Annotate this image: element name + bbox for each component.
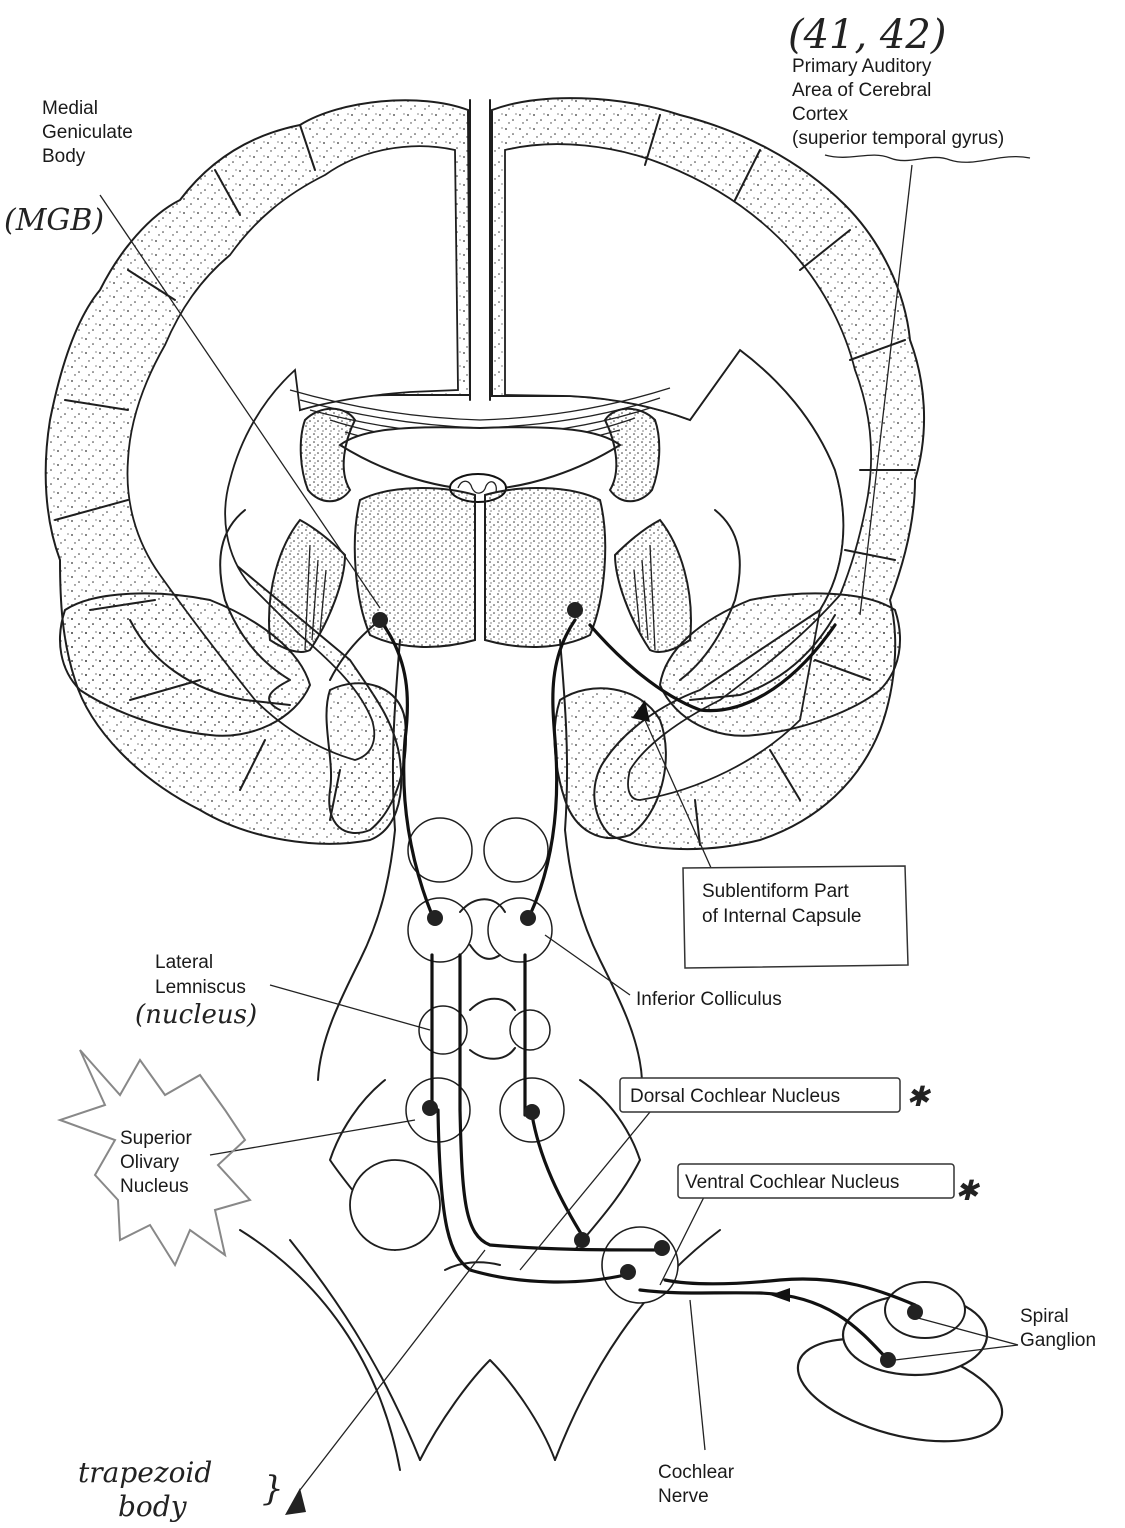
cochlea xyxy=(787,1282,1013,1461)
left-ic-neuron xyxy=(427,910,443,926)
left-caudate xyxy=(301,409,355,502)
mgb-label: Medial Geniculate Body xyxy=(42,98,138,167)
right-inferior-colliculus xyxy=(488,898,552,962)
right-son-neuron xyxy=(524,1104,540,1120)
spiral-ganglion-neuron-2 xyxy=(880,1352,896,1368)
spiral-ganglion-label: Spiral Ganglion xyxy=(1020,1306,1096,1351)
trapezoid-arrowhead xyxy=(285,1488,306,1515)
spiral-ganglion-neuron-1 xyxy=(907,1304,923,1320)
superior-olivary-label: Superior Olivary Nucleus xyxy=(120,1128,197,1197)
auditory-cortex-label: Primary Auditory Area of Cerebral Cortex… xyxy=(792,56,1004,149)
mgb-abbrev-label: (MGB) xyxy=(4,203,104,238)
left-inferior-colliculus xyxy=(408,898,472,962)
inferior-colliculus-label: Inferior Colliculus xyxy=(636,989,782,1010)
dcn-neuron xyxy=(574,1232,590,1248)
area-numbers-label: (41, 42) xyxy=(788,12,946,58)
right-lentiform xyxy=(615,520,691,652)
inferior-olive xyxy=(350,1160,440,1250)
right-hippocampus xyxy=(555,688,666,838)
right-caudate xyxy=(605,409,659,502)
nerve-arrowhead xyxy=(770,1288,790,1302)
dorsal-cochlear-star: ✱ xyxy=(906,1080,932,1113)
vcn-neuron-2 xyxy=(620,1264,636,1280)
right-superior-colliculus xyxy=(484,818,548,882)
trapezoid-brace: } xyxy=(262,1469,284,1509)
left-mgb-neuron xyxy=(372,612,388,628)
cochlear-nerve-label: Cochlear Nerve xyxy=(658,1462,739,1507)
ventral-cochlear-star: ✱ xyxy=(955,1174,981,1207)
left-son-neuron xyxy=(422,1100,438,1116)
vcn-neuron-1 xyxy=(654,1240,670,1256)
lemniscus-nucleus-label: (nucleus) xyxy=(135,1000,257,1030)
trapezoid-body-label: trapezoid body xyxy=(78,1456,221,1523)
dorsal-cochlear-label: Dorsal Cochlear Nucleus xyxy=(630,1086,840,1107)
right-mgb-neuron xyxy=(567,602,583,618)
longitudinal-fissure xyxy=(470,100,490,400)
right-lemniscal-nucleus xyxy=(510,1010,550,1050)
lateral-lemniscus-label: Lateral Lemniscus xyxy=(155,952,246,998)
right-thalamus xyxy=(485,488,605,647)
right-ic-neuron xyxy=(520,910,536,926)
ventral-cochlear-label: Ventral Cochlear Nucleus xyxy=(685,1172,899,1193)
